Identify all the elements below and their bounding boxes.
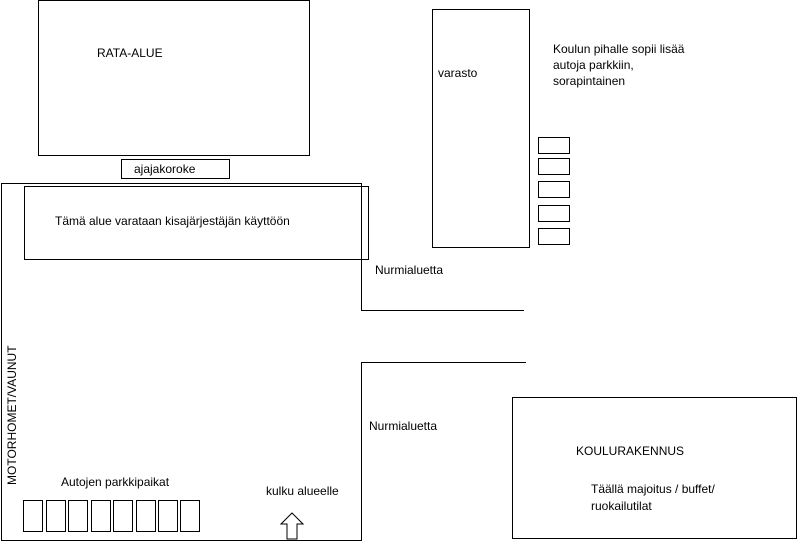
driver-stand [121, 159, 230, 179]
driver-stand-label: ajajakoroke [134, 162, 196, 176]
car-parking-slot [180, 500, 200, 532]
motorhome-area-label: MOTORHOMET/VAUNUT [5, 345, 19, 485]
upper-corridor-line [361, 310, 524, 311]
main-area-right-upper-border [361, 183, 362, 311]
organizer-reserved-area [24, 186, 369, 260]
school-building-note: Täällä majoitus / buffet/ ruokailutilat [591, 482, 715, 513]
car-parking-slot [113, 500, 133, 532]
main-area-left-border [1, 183, 2, 541]
school-yard-parking-slot [538, 228, 570, 245]
school-yard-parking-slot [538, 205, 570, 222]
storage-building [432, 9, 530, 248]
school-building [512, 397, 797, 539]
car-parking-slot [46, 500, 66, 532]
school-yard-parking-slot [538, 137, 570, 154]
entrance-label: kulku alueelle [266, 484, 339, 498]
car-parking-slot [68, 500, 88, 532]
school-building-label: KOULURAKENNUS [576, 444, 685, 458]
main-area-right-lower-border [361, 362, 362, 541]
car-parking-slot [91, 500, 111, 532]
main-area-bottom-border [1, 540, 362, 541]
school-yard-parking-slot [538, 158, 570, 175]
track-area-label: RATA-ALUE [97, 46, 163, 60]
car-parking-label: Autojen parkkipaikat [61, 475, 170, 489]
main-area-top-border [1, 183, 362, 184]
track-area [38, 0, 310, 156]
lower-corridor-line [361, 362, 526, 363]
storage-label: varasto [438, 66, 478, 80]
lawn-area-label-lower: Nurmialuetta [369, 419, 438, 433]
car-parking-slot [136, 500, 156, 532]
car-parking-slot [158, 500, 178, 532]
school-yard-parking-note: Koulun pihalle sopii lisää autoja parkki… [553, 42, 685, 88]
school-yard-parking-slot [538, 181, 570, 198]
entrance-arrow-icon [280, 512, 304, 540]
car-parking-slot [23, 500, 43, 532]
lawn-area-label-upper: Nurmialuetta [375, 263, 444, 277]
organizer-reserved-label: Tämä alue varataan kisajärjestäjän käytt… [55, 214, 290, 228]
